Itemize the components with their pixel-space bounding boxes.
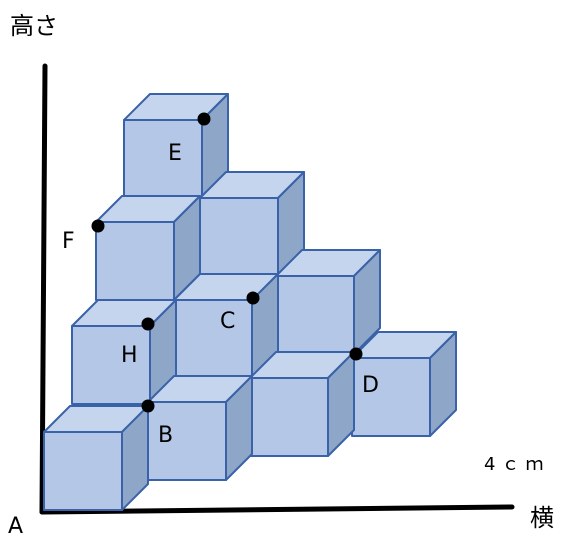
cube-front-face (95, 221, 175, 301)
vertical-axis (39, 63, 48, 515)
cube-front-face (249, 377, 329, 457)
origin-label: A (8, 514, 23, 536)
cube-front-face (71, 325, 151, 405)
cube-front-face (123, 119, 203, 199)
point-d-label: D (362, 373, 379, 398)
point-f-dot (91, 219, 105, 233)
point-d-dot (349, 347, 363, 361)
cube-front-face (275, 275, 355, 355)
point-h-label: H (121, 343, 138, 368)
cube-front-face (173, 299, 253, 379)
point-c-dot (246, 291, 260, 305)
point-b-label: B (158, 423, 173, 448)
point-b-dot (141, 399, 155, 413)
cube-front-face (199, 197, 279, 277)
point-f-label: F (62, 229, 75, 254)
point-markers (91, 112, 363, 413)
cube-front-face (43, 431, 123, 511)
horizontal-axis-label: 横 (530, 504, 554, 532)
horizontal-axis (39, 504, 515, 515)
point-c-label: C (220, 309, 235, 334)
unit-label: 4ｃｍ (484, 454, 549, 475)
vertical-axis-label: 高さ (10, 12, 58, 40)
point-h-dot (141, 317, 155, 331)
point-e-dot (197, 112, 211, 126)
point-e-label: E (168, 141, 182, 166)
